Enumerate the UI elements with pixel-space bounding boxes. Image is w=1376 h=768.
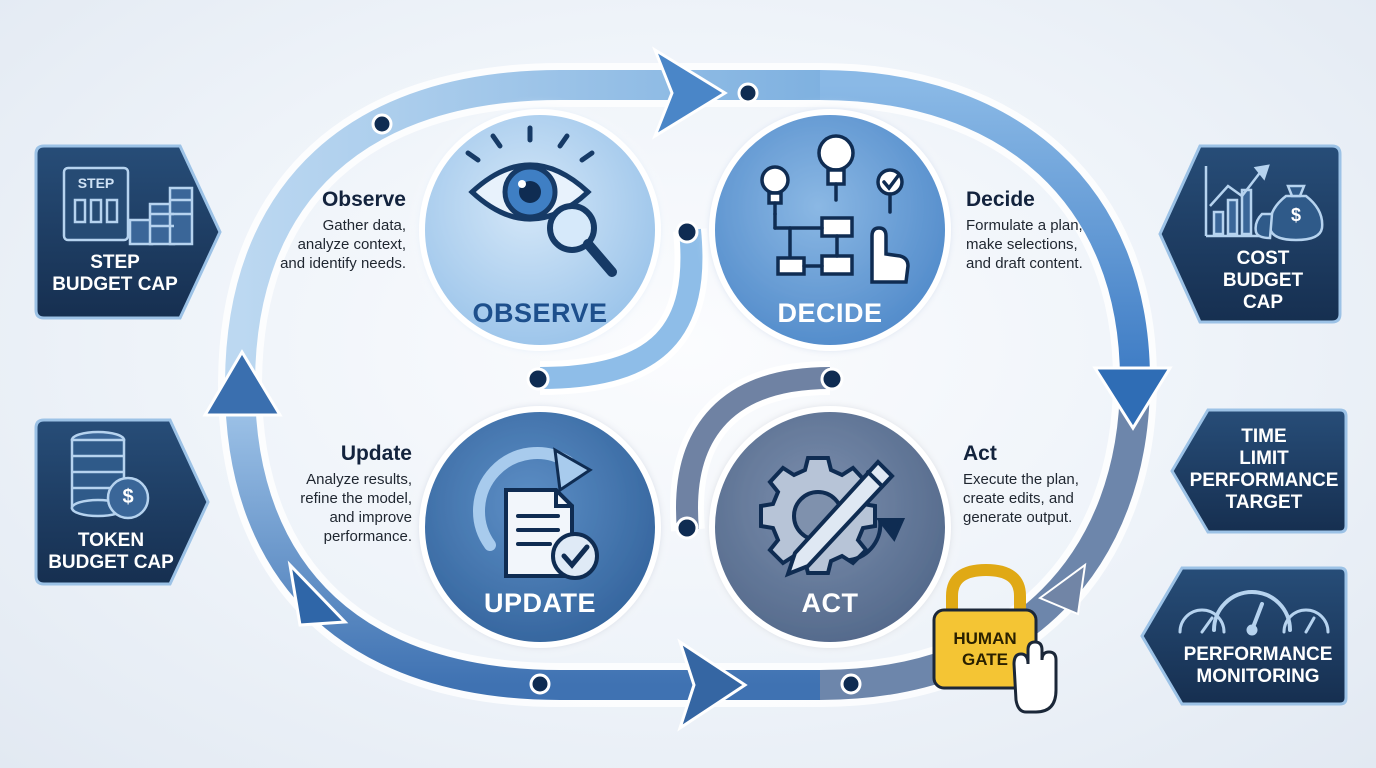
decide-title: Decide [966, 188, 1035, 211]
step-icon-label: STEP [77, 175, 115, 191]
act-circle-label: ACT [801, 588, 859, 618]
cost-budget-label: COST BUDGET CAP [1222, 248, 1304, 313]
inner-bands [539, 228, 831, 532]
cost-budget-badge [1158, 144, 1342, 324]
decide-circle-label: DECIDE [777, 298, 883, 328]
observe-circle [419, 109, 661, 351]
decide-description: Formulate a plan, make selections, and d… [966, 217, 1083, 272]
money-bag-dollar-icon: $ [1290, 205, 1301, 225]
human-gate-label: HUMAN GATE [953, 629, 1017, 669]
time-limit-label: TIME LIMIT PERFORMANCE TARGET [1189, 426, 1339, 513]
time-limit-badge [1170, 408, 1348, 534]
token-budget-label: TOKEN BUDGET CAP [48, 530, 174, 573]
update-label: Update Analyze results, refine the model… [262, 442, 412, 546]
step-budget-badge [34, 144, 222, 320]
chart-money-icon [1204, 164, 1324, 242]
step-budget-icon [62, 166, 194, 246]
arrow-right-down [1092, 366, 1173, 431]
update-title: Update [340, 442, 412, 465]
performance-monitoring-label: PERFORMANCE MONITORING [1183, 644, 1333, 687]
arrow-bottom-right [677, 638, 748, 732]
observe-title: Observe [321, 188, 406, 211]
act-description: Execute the plan, create edits, and gene… [963, 471, 1079, 526]
performance-monitoring-badge [1140, 566, 1348, 706]
gear-pen-icon [759, 456, 906, 578]
loop-band [218, 63, 1157, 707]
arrow-left-up [202, 349, 283, 417]
observe-label: Observe Gather data, analyze context, an… [232, 188, 406, 273]
update-description: Analyze results, refine the model, and i… [300, 471, 412, 545]
lightbulb-flowchart-icon [760, 134, 910, 284]
arrow-bottom-left-down [287, 560, 349, 627]
eye-magnifier-icon [465, 125, 617, 277]
observe-description: Gather data, analyze context, and identi… [280, 217, 406, 272]
arrow-top-right [651, 46, 728, 140]
token-budget-badge [34, 418, 210, 586]
decide-label: Decide Formulate a plan, make selections… [966, 188, 1136, 273]
connector-dots [371, 82, 862, 695]
act-label: Act Execute the plan, create edits, and … [963, 442, 1123, 527]
document-refresh-icon [473, 447, 599, 580]
dollar-sign-icon: $ [122, 486, 134, 508]
act-title: Act [963, 442, 997, 465]
gauges-icon [1178, 590, 1330, 636]
step-budget-label: STEP BUDGET CAP [52, 252, 178, 295]
human-gate-icon [932, 563, 1058, 714]
arrow-gate-up [1037, 562, 1087, 616]
observe-circle-label: OBSERVE [472, 298, 608, 328]
update-circle-label: UPDATE [483, 588, 596, 618]
coins-icon [70, 430, 150, 520]
